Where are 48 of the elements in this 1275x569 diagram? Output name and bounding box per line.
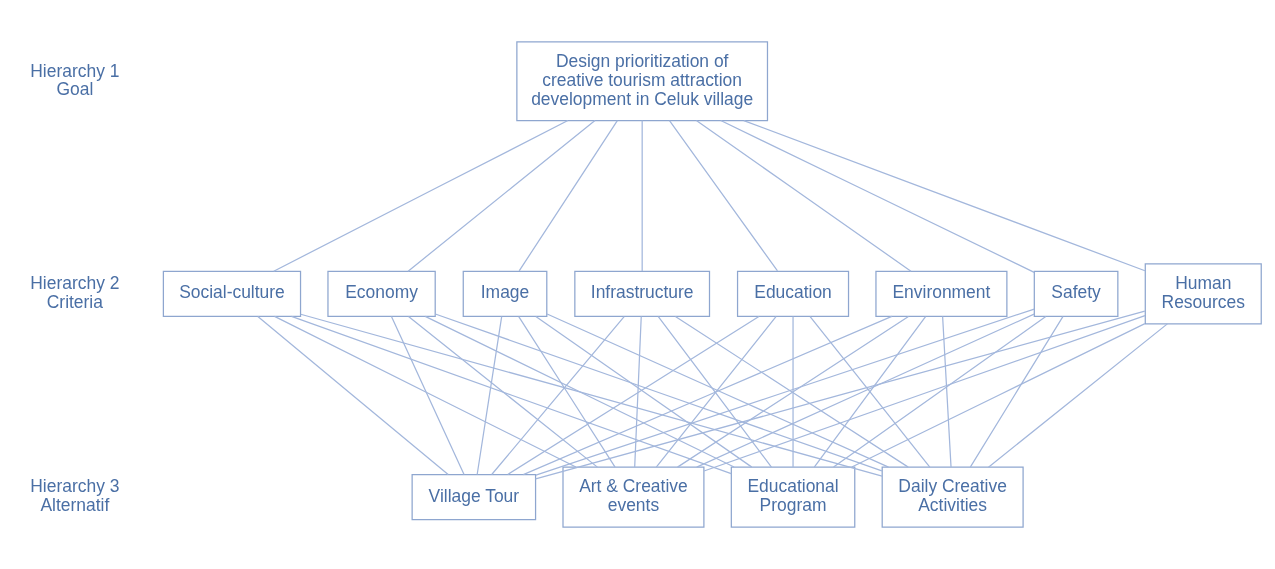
node-box: Daily Creative Activities bbox=[881, 466, 1024, 528]
node-box: Social-culture bbox=[162, 270, 302, 317]
connector bbox=[535, 310, 1146, 480]
connector bbox=[300, 313, 883, 477]
connector bbox=[273, 315, 577, 468]
connector bbox=[407, 315, 599, 468]
connector bbox=[987, 323, 1168, 468]
node-box: Environment bbox=[875, 270, 1008, 317]
connector bbox=[851, 323, 1146, 468]
node-box: Education bbox=[736, 270, 850, 317]
connector bbox=[273, 119, 569, 272]
connector bbox=[634, 315, 642, 468]
label: Hierarchy 2 Criteria bbox=[30, 273, 120, 312]
node-box: Village Tour bbox=[411, 474, 537, 521]
connector bbox=[641, 119, 643, 272]
connector bbox=[535, 315, 753, 468]
connector bbox=[407, 119, 596, 272]
connector bbox=[507, 315, 760, 476]
node-box: Human Resources bbox=[1144, 263, 1262, 325]
connector bbox=[476, 315, 503, 476]
label: Hierarchy 3 Alternatif bbox=[30, 476, 120, 516]
connector bbox=[695, 119, 912, 272]
node-box: Art & Creative events bbox=[562, 466, 705, 528]
connector bbox=[491, 315, 625, 476]
connector bbox=[518, 119, 618, 272]
connector bbox=[290, 315, 732, 475]
connector bbox=[434, 313, 883, 472]
node-box: Educational Program bbox=[730, 466, 856, 528]
connector bbox=[720, 119, 1035, 273]
connector bbox=[424, 315, 735, 468]
connector bbox=[518, 315, 616, 468]
node-box: Economy bbox=[327, 270, 436, 317]
node-box: Image bbox=[462, 270, 548, 317]
connector bbox=[792, 315, 794, 468]
connector bbox=[696, 313, 1035, 468]
connector bbox=[535, 308, 1035, 476]
connector bbox=[942, 315, 952, 468]
node-box: Design prioritization of creative tourism attraction development in Celuk village bbox=[516, 41, 769, 122]
connector bbox=[390, 315, 465, 476]
node-box: Safety bbox=[1033, 270, 1119, 317]
connector bbox=[668, 119, 779, 272]
node-box: Infrastructure bbox=[574, 270, 711, 317]
connector bbox=[743, 119, 1146, 272]
connector bbox=[257, 315, 449, 476]
connector bbox=[703, 315, 1146, 472]
connector bbox=[832, 315, 1047, 468]
label: Hierarchy 1 Goal bbox=[30, 60, 120, 100]
connector bbox=[969, 315, 1064, 468]
